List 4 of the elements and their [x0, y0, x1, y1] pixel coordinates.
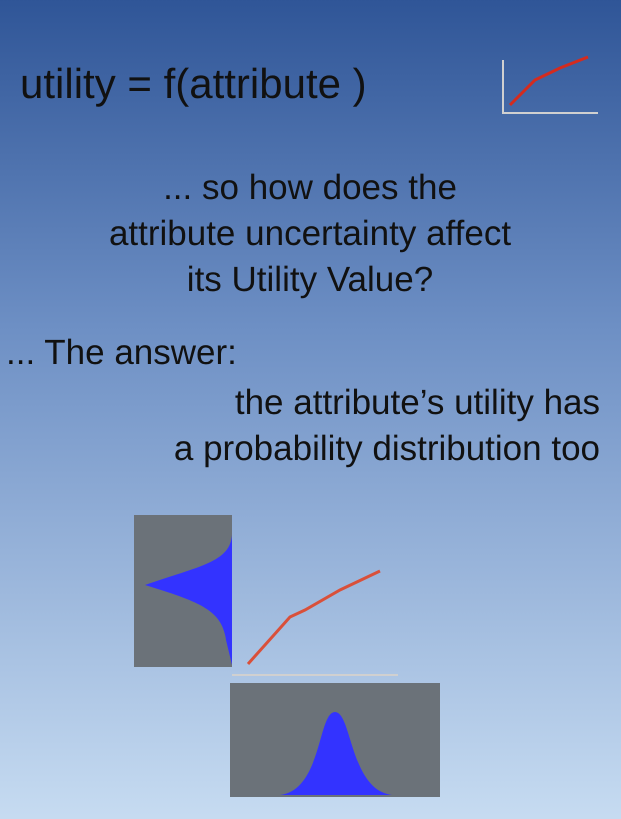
formula-heading: utility = f(attribute ): [20, 59, 368, 109]
answer-heading: ... The answer:: [6, 332, 238, 374]
answer-text: the attribute’s utility has a probability distribution too: [172, 382, 600, 470]
question-text: ... so how does the attribute uncertainty affect its Utility Value?: [108, 167, 512, 302]
